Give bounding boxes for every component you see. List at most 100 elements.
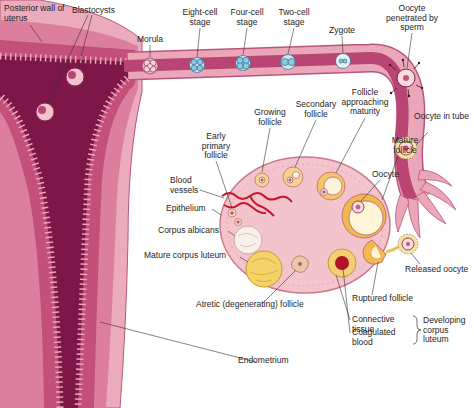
endometrium-layer [0,40,135,408]
growing-follicle [255,173,269,187]
part-label: Ruptured follicle [352,294,432,304]
illustration-part [197,28,200,57]
part-label: Oocyte in tube [414,112,469,122]
illustration-part [262,270,296,304]
two-cell-embryo [281,55,296,70]
illustration-part [289,179,291,181]
part-label: Early primary follicle [196,132,236,161]
leader-lines [30,15,428,362]
illustration-part [295,120,316,167]
illustration-part [197,59,203,65]
part-label: Zygote [322,26,362,36]
illustration-part [397,69,415,87]
illustration-part [240,257,248,262]
illustration-part [148,64,153,69]
illustration-part [237,63,243,69]
part-label: Endometrium [238,356,318,366]
illustration-part [349,201,383,235]
part-label: Oocyte [372,170,412,180]
illustration-part [335,256,349,270]
bracket [413,316,421,344]
part-label: Mature corpus luteum [144,251,254,261]
illustration-part [283,167,303,187]
illustration-part [407,33,412,68]
illustration-part [292,256,309,273]
illustration-part [293,172,300,179]
illustration-part [372,246,382,258]
part-label: Secondary follicle [292,100,340,119]
illustration-part [150,45,151,57]
illustration-part [231,212,234,215]
mature-follicle [342,194,386,238]
fimbriae [395,170,456,238]
illustration-part [262,128,270,172]
illustration-part [398,234,418,254]
part-label: Growing follicle [248,108,292,127]
part-label: Posterior wall of uterus [4,4,66,23]
illustration-part [390,60,422,96]
secondary-follicle [283,167,303,187]
illustration-part [408,95,410,97]
illustration-part [238,233,258,246]
illustration-part [222,193,292,202]
illustration-part [234,226,262,254]
illustration-part [261,179,263,181]
illustration-part [317,172,345,200]
part-label: Oocyte penetrated by sperm [382,4,442,33]
part-label: Released oocyte [405,265,474,275]
illustration-part [342,194,386,238]
illustration-part [235,219,242,226]
atretic-follicle [292,256,309,273]
illustration-part [402,238,414,250]
illustration-part [259,177,265,183]
illustration-part [352,201,364,213]
early-primary-follicle [228,209,242,226]
illustration-part [323,191,326,194]
illustration-part [30,25,42,42]
illustration-part [361,180,380,201]
follicle-approaching-maturity [317,172,345,200]
illustration-part [336,118,365,173]
illustration-part [342,36,343,53]
illustration-part [216,161,232,208]
part-label: Two-cell stage [271,8,317,27]
illustration-part [142,58,158,74]
part-label: Blood vessels [170,176,210,195]
illustration-part [343,59,347,63]
morula [142,58,158,74]
illustration-part [328,249,356,277]
illustration-part [402,59,404,61]
illustration-part [236,56,251,71]
eight-cell-embryo [190,58,205,73]
illustration-part [38,106,46,114]
tube-lumen [124,58,412,200]
illustration-part [191,59,197,65]
uterus-wall [0,0,142,408]
part-label: Corpus albicans [158,226,238,236]
part-label: Developing corpus luteum [423,316,474,345]
illustration-part [386,246,400,252]
illustration-part [48,15,92,103]
illustration-part [288,59,295,66]
illustration-part [343,268,350,333]
illustration-part [197,65,203,71]
illustration-part [250,196,274,216]
illustration-part [356,205,360,209]
illustration-part [288,28,294,54]
ovary [220,157,390,293]
part-label: Eight-cell stage [177,8,223,27]
illustration-part [281,55,296,70]
illustration-part [190,58,205,73]
blood-vessels [222,193,292,216]
part-label: Follicle approaching maturity [335,88,395,117]
illustration-part [191,65,197,71]
illustration-part [66,68,84,86]
illustration-part [100,322,256,362]
part-label: Epithelium [166,204,226,214]
illustration-part [321,189,328,196]
illustration-part [246,251,282,287]
myometrium [0,20,138,408]
uterine-cavity [0,56,135,408]
illustration-part [339,59,343,63]
part-label: Mature follicle [384,136,426,155]
